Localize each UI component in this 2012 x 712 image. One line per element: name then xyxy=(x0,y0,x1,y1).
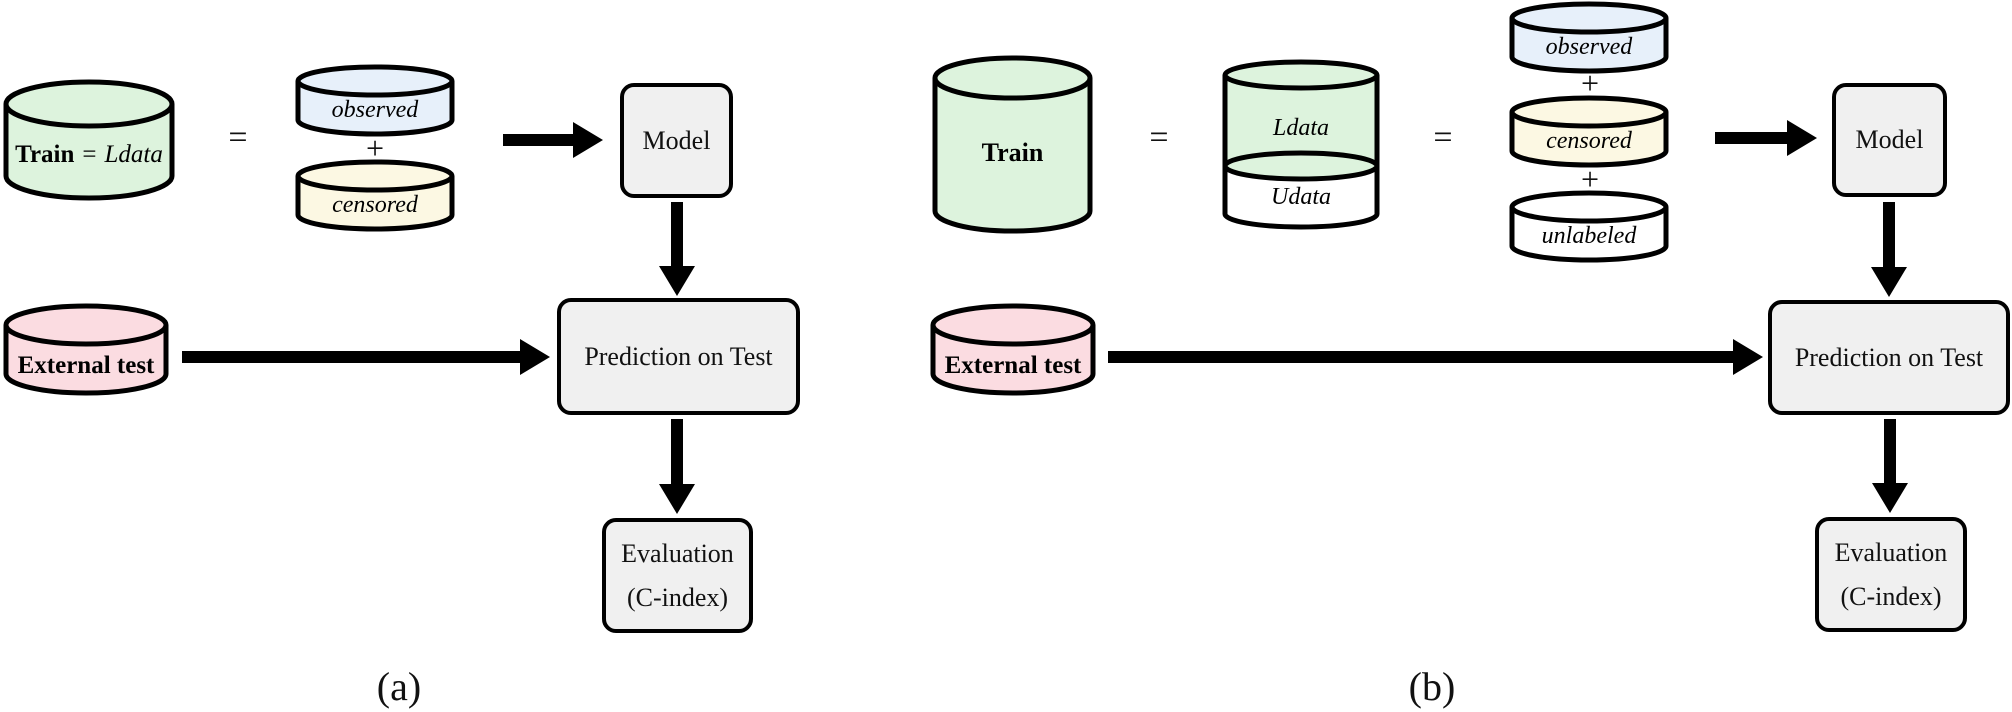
ldata-label: Ldata xyxy=(1272,115,1329,141)
arrow-external-to-prediction-b xyxy=(1108,339,1763,375)
observed-label: observed xyxy=(332,97,420,123)
arrow-model-to-prediction-a xyxy=(659,202,695,296)
unlabeled-cylinder-b: unlabeled xyxy=(1509,190,1669,263)
censored-label: censored xyxy=(332,192,419,218)
prediction-box-a: Prediction on Test xyxy=(557,298,800,415)
unlabeled-label-b: unlabeled xyxy=(1542,223,1638,249)
observed-label-b: observed xyxy=(1546,34,1634,60)
censored-cylinder-a: censored xyxy=(295,159,455,232)
arrow-prediction-to-evaluation-b xyxy=(1872,419,1908,513)
plus-sign-a: + xyxy=(365,130,385,166)
equals-sign-a: = xyxy=(228,119,248,156)
external-test-cylinder-a: External test xyxy=(3,303,169,396)
train-ldata-label: Train=Ldata xyxy=(15,141,163,168)
external-test-label: External test xyxy=(18,352,155,379)
arrow-model-to-prediction-b xyxy=(1871,202,1907,297)
model-box-b: Model xyxy=(1832,83,1947,197)
censored-label-b: censored xyxy=(1546,128,1633,154)
observed-cylinder-a: observed xyxy=(295,64,455,137)
arrow-prediction-to-evaluation-a xyxy=(659,419,695,514)
evaluation-box-a: Evaluation (C-index) xyxy=(602,518,753,633)
arrow-external-to-prediction-a xyxy=(182,339,550,375)
plus-sign-b2: + xyxy=(1580,161,1600,197)
plus-sign-b1: + xyxy=(1580,65,1600,101)
external-test-cylinder-b: External test xyxy=(930,303,1096,396)
udata-label: Udata xyxy=(1271,184,1331,210)
caption-b: (b) xyxy=(1408,664,1456,709)
arrow-data-to-model-b xyxy=(1715,120,1817,156)
ldata-udata-cylinder-b: Ldata Udata xyxy=(1222,59,1380,230)
train-ldata-cylinder-a: Train=Ldata xyxy=(3,79,175,201)
evaluation-box-b: Evaluation (C-index) xyxy=(1815,517,1967,632)
arrow-data-to-model-a xyxy=(503,122,603,158)
censored-cylinder-b: censored xyxy=(1509,95,1669,168)
caption-a: (a) xyxy=(376,664,422,709)
equals-sign-b1: = xyxy=(1149,119,1169,156)
observed-cylinder-b: observed xyxy=(1509,1,1669,74)
external-test-label-b: External test xyxy=(945,352,1082,379)
model-box-a: Model xyxy=(620,83,733,198)
train-cylinder-b: Train xyxy=(932,55,1093,234)
prediction-box-b: Prediction on Test xyxy=(1768,300,2010,415)
equals-sign-b2: = xyxy=(1433,119,1453,156)
train-label-b: Train xyxy=(982,138,1044,167)
